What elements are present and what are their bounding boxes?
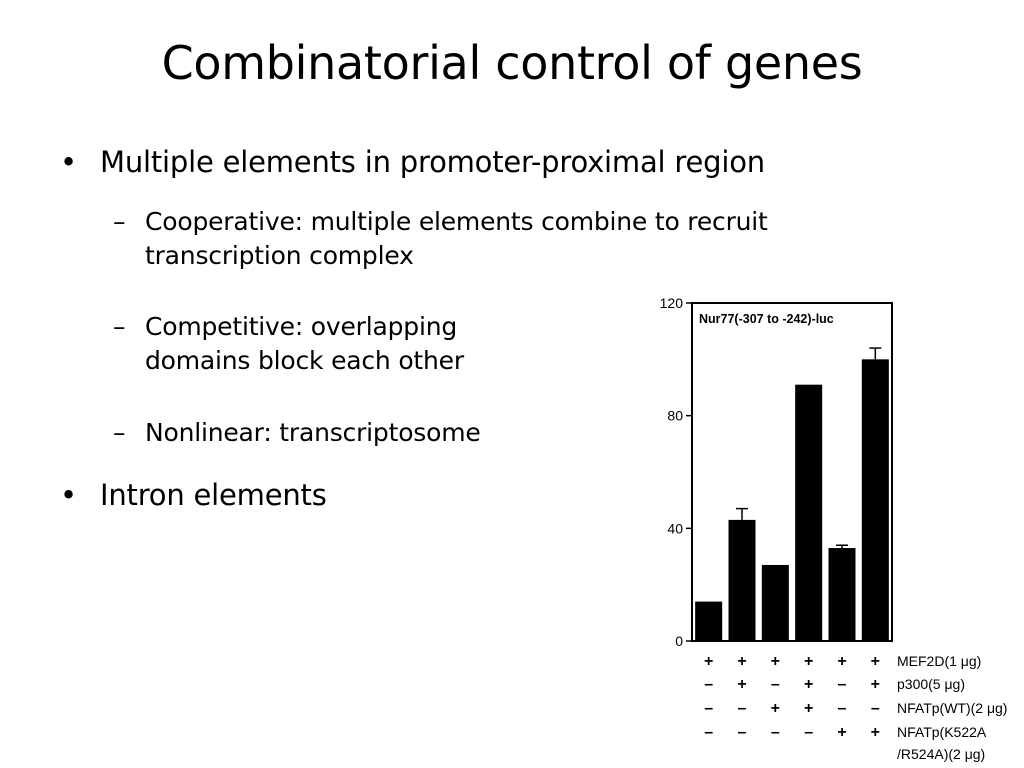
sub-bullet-line: domains block each other (145, 346, 464, 375)
bullet-text: Intron elements (100, 478, 327, 512)
dash-icon: – (113, 312, 126, 341)
condition-sign: – (704, 676, 713, 693)
condition-sign: – (871, 700, 880, 717)
plot-frame (691, 302, 893, 642)
condition-sign: + (871, 724, 880, 741)
condition-sign: + (871, 676, 880, 693)
chart-title: Nur77(-307 to -242)-luc (699, 312, 834, 326)
bar (795, 384, 823, 641)
condition-sign: – (704, 724, 713, 741)
condition-sign: – (771, 724, 780, 741)
condition-sign: + (837, 653, 846, 670)
y-tick-label: 0 (675, 633, 683, 649)
condition-sign: – (838, 700, 847, 717)
condition-sign: + (737, 676, 746, 693)
sub-bullet-line: transcription complex (145, 241, 414, 270)
sub-bullet-line: Nonlinear: transcriptosome (145, 418, 481, 447)
sub-bullet-line: Competitive: overlapping (145, 312, 458, 341)
dash-icon: – (113, 207, 126, 236)
condition-label: MEF2D(1 μg) (897, 653, 981, 669)
condition-sign: + (804, 676, 813, 693)
bar (828, 548, 856, 641)
condition-sign: + (771, 700, 780, 717)
y-tick-label: 40 (667, 520, 683, 536)
bar (728, 519, 756, 641)
condition-sign: – (838, 676, 847, 693)
bullet-dot-icon: • (60, 478, 77, 512)
bullet-intron-elements: • Intron elements (60, 475, 327, 515)
condition-sign: + (871, 653, 880, 670)
slide-title: Combinatorial control of genes (161, 36, 863, 90)
dash-icon: – (113, 418, 126, 447)
condition-sign: – (804, 724, 813, 741)
bar (695, 601, 723, 641)
condition-sign: + (771, 653, 780, 670)
y-tick-label: 80 (667, 408, 683, 424)
sub-bullet-competitive: – Competitive: overlapping domains block… (113, 310, 464, 378)
bullet-multiple-elements: • Multiple elements in promoter-proximal… (60, 142, 765, 182)
bar (861, 359, 889, 641)
condition-sign: + (804, 700, 813, 717)
condition-sign: – (738, 700, 747, 717)
condition-label: NFATp(K522A (897, 724, 987, 740)
condition-sign: – (738, 724, 747, 741)
sub-bullet-line: Cooperative: multiple elements combine t… (145, 207, 768, 236)
condition-sign: + (837, 724, 846, 741)
sub-bullet-cooperative: – Cooperative: multiple elements combine… (113, 205, 768, 273)
bullet-text: Multiple elements in promoter-proximal r… (100, 145, 765, 179)
condition-label: NFATp(WT)(2 μg) (897, 700, 1007, 716)
condition-sign: – (771, 676, 780, 693)
condition-sign: + (804, 653, 813, 670)
bullet-dot-icon: • (60, 145, 77, 179)
condition-label: /R524A)(2 μg) (897, 746, 985, 762)
condition-sign: + (704, 653, 713, 670)
sub-bullet-nonlinear: – Nonlinear: transcriptosome (113, 416, 481, 450)
condition-label: p300(5 μg) (897, 676, 965, 692)
bar (761, 564, 789, 641)
y-tick-label: 120 (660, 295, 684, 311)
condition-sign: + (737, 653, 746, 670)
condition-sign: – (704, 700, 713, 717)
